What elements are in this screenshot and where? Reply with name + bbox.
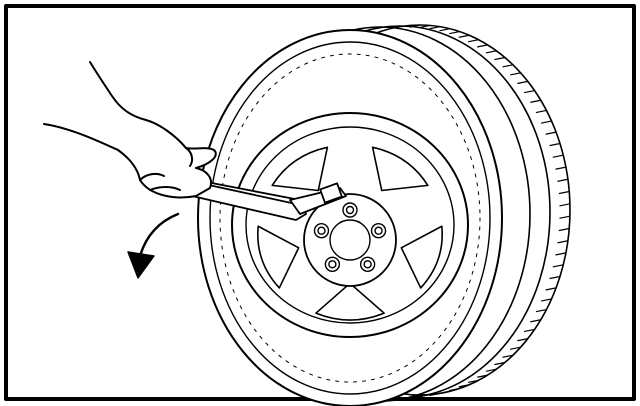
tread-mark: [419, 393, 431, 398]
tread-mark: [549, 275, 561, 280]
tread-mark: [510, 346, 522, 350]
counterclockwise-arrow: [127, 212, 180, 279]
lug-nut: [342, 202, 358, 218]
tread-mark: [540, 298, 553, 302]
tread-mark: [559, 203, 571, 207]
tread-mark: [502, 354, 514, 358]
tread-mark: [555, 166, 567, 170]
tread-mark: [477, 44, 489, 48]
tread-mark: [485, 368, 498, 372]
tread-mark: [545, 131, 557, 135]
spoke-window: [315, 282, 385, 321]
tread-mark: [517, 338, 529, 342]
tread-mark: [530, 319, 542, 323]
hand-and-arm: [43, 61, 217, 199]
tread-mark: [449, 387, 461, 392]
tread-mark: [510, 72, 522, 76]
tread-mark: [449, 30, 461, 35]
tread-mark: [552, 264, 564, 268]
lug-nuts: [313, 202, 387, 272]
tread-mark: [530, 99, 542, 103]
tread-mark: [439, 390, 451, 394]
tread-mark: [535, 109, 548, 114]
lug-nut: [313, 223, 330, 239]
wheel-spoke-windows: [257, 146, 443, 321]
tread-mark: [502, 64, 514, 68]
spoke-window: [371, 146, 429, 192]
tread-mark: [523, 89, 536, 94]
tread-mark: [494, 56, 506, 61]
tread-mark: [409, 24, 421, 28]
tread-mark: [557, 178, 569, 182]
spoke-window: [400, 225, 443, 289]
tread-mark: [540, 120, 553, 124]
tread-mark: [552, 154, 564, 158]
tread-mark: [559, 215, 571, 219]
tread-mark: [409, 394, 421, 398]
tread-mark: [419, 24, 431, 29]
tread-mark: [429, 26, 441, 30]
tread-mark: [523, 328, 536, 333]
tire-tread: [409, 24, 571, 398]
lug-wrench: [191, 179, 347, 221]
spoke-window: [271, 146, 329, 192]
tread-mark: [549, 142, 561, 147]
tread-mark: [429, 392, 441, 396]
tread-mark: [555, 252, 567, 256]
tread-mark: [535, 308, 548, 313]
tread-mark: [545, 287, 557, 291]
tread-mark: [558, 227, 570, 232]
tread-mark: [458, 34, 470, 38]
tread-mark: [477, 374, 489, 378]
spoke-window: [257, 225, 300, 289]
tread-mark: [494, 361, 506, 366]
tread-mark: [517, 80, 529, 84]
tread-mark: [557, 240, 569, 244]
lug-nut: [370, 223, 387, 239]
tread-mark: [485, 50, 498, 54]
lug-nut: [324, 256, 341, 272]
tread-mark: [439, 28, 451, 32]
tread-mark: [467, 379, 480, 383]
tread-mark: [458, 384, 470, 388]
tread-mark: [467, 39, 480, 43]
tread-mark: [558, 190, 570, 195]
lug-nut: [359, 256, 376, 272]
